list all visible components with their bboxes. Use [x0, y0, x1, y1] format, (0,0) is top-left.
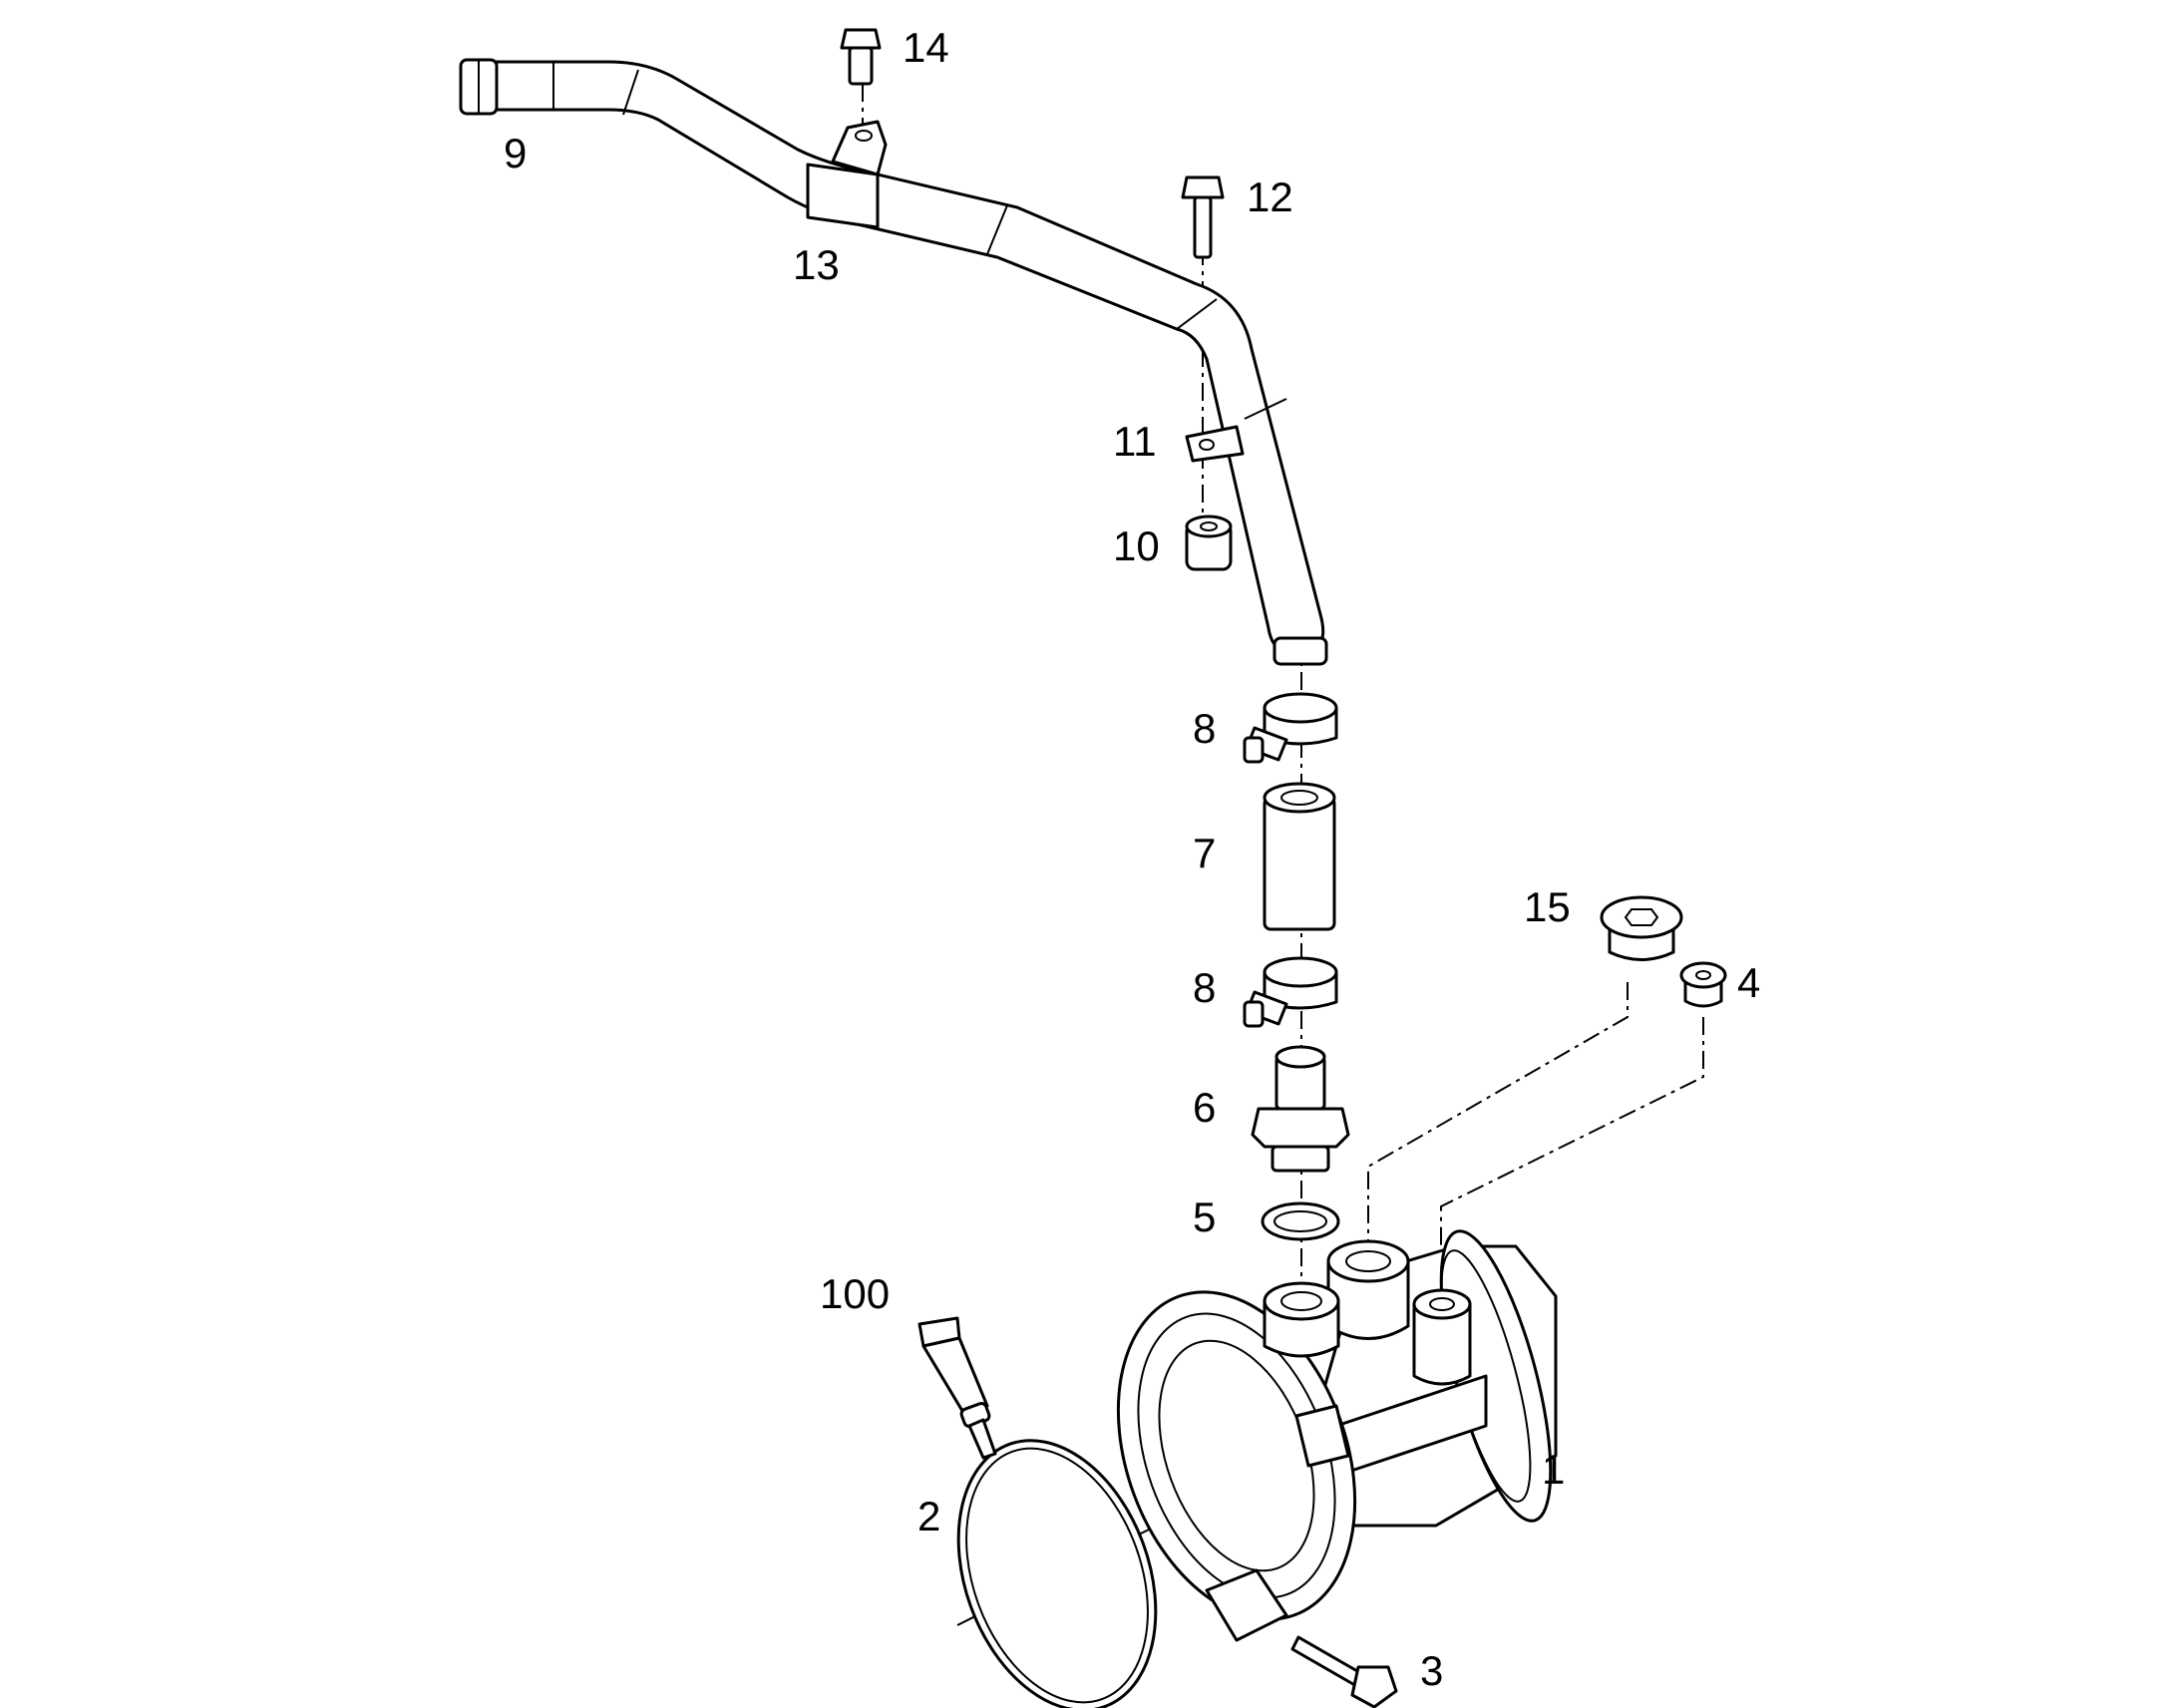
fitting-part-6 [1251, 1045, 1350, 1173]
callout-8-upper: 8 [1193, 705, 1216, 752]
callout-3: 3 [1420, 1647, 1443, 1694]
callout-100: 100 [820, 1270, 890, 1317]
bolt-part-14 [840, 28, 882, 86]
hose-part-7 [1263, 782, 1336, 931]
sealant-tube-part-100 [917, 1316, 997, 1460]
clamp-part-8-lower [1243, 956, 1338, 1028]
callout-9: 9 [504, 130, 527, 176]
plug-part-4 [1679, 961, 1727, 1008]
callout-10: 10 [1113, 522, 1160, 569]
callout-4: 4 [1737, 959, 1760, 1006]
ring-part-5 [1261, 1201, 1340, 1241]
clamp-part-8-upper [1243, 692, 1338, 764]
callout-6: 6 [1193, 1084, 1216, 1131]
callout-1: 1 [1542, 1446, 1565, 1493]
callout-labels: 1 2 3 4 5 6 7 8 8 9 10 11 12 13 14 15 10… [504, 24, 1760, 1694]
callout-2: 2 [917, 1493, 940, 1539]
pipe-part-9 [459, 58, 1328, 666]
callout-13: 13 [793, 241, 840, 288]
callout-11: 11 [1113, 418, 1157, 465]
callout-15: 15 [1524, 883, 1571, 930]
tab-part-11 [1185, 425, 1245, 463]
callout-12: 12 [1247, 173, 1293, 220]
spacer-part-10 [1185, 514, 1233, 571]
callout-5: 5 [1193, 1194, 1216, 1240]
callout-7: 7 [1193, 830, 1216, 876]
bolt-part-3 [1290, 1635, 1398, 1708]
housing-part-1 [1116, 1229, 1558, 1642]
clip-part-13 [806, 120, 888, 229]
oring-part-2 [956, 1439, 1158, 1708]
bolt-part-12 [1181, 175, 1225, 259]
callout-14: 14 [903, 24, 949, 71]
callout-8-lower: 8 [1193, 964, 1216, 1011]
plug-part-15 [1600, 895, 1683, 961]
